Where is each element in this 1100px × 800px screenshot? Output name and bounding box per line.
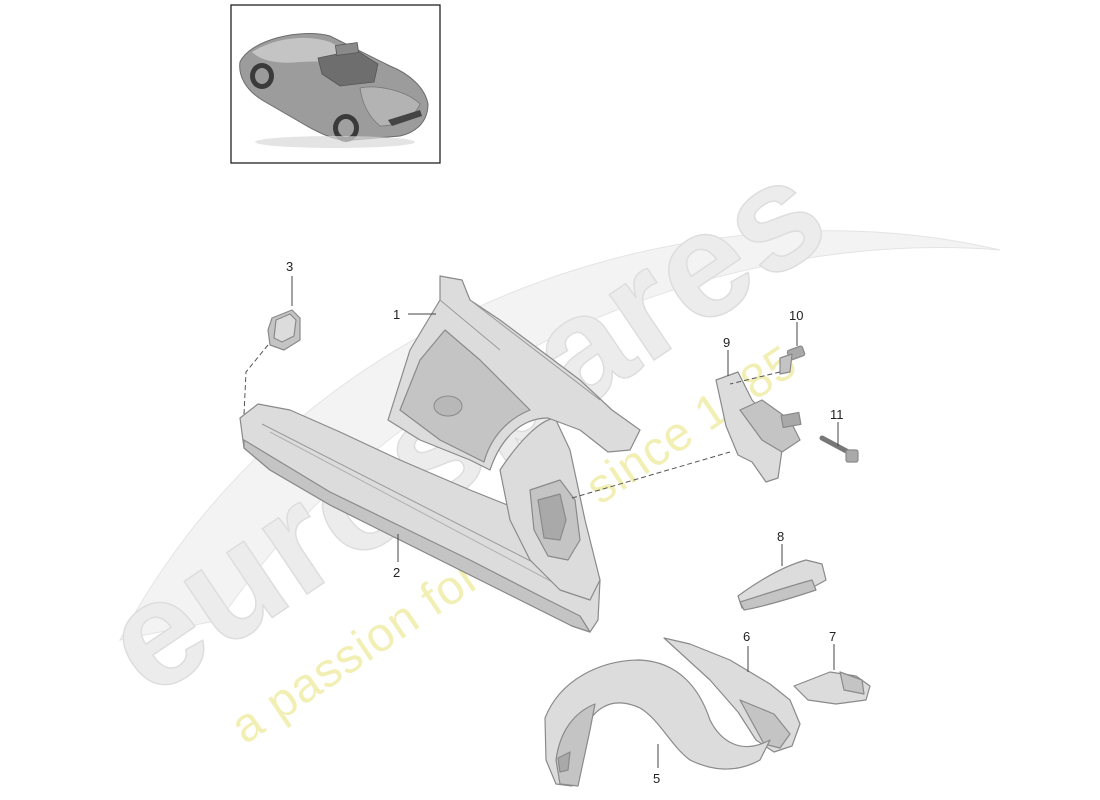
part-1-access-hole (433, 395, 463, 417)
callout-7: 7 (829, 629, 836, 644)
assembly-guide-lines (243, 344, 781, 499)
part-7-bracket (793, 671, 871, 705)
callout-10: 10 (789, 308, 803, 323)
callout-9: 9 (723, 335, 730, 350)
part-11-bolt (819, 435, 859, 463)
part-5-wheel-arch (544, 659, 771, 787)
convertible-car-icon (239, 33, 429, 148)
callout-1: 1 (393, 307, 400, 322)
guide-line-3-to-2 (243, 344, 269, 415)
callout-11: 11 (830, 407, 844, 422)
vehicle-thumbnail (230, 4, 441, 164)
part-6-reinforcement (663, 637, 801, 753)
callout-2: 2 (393, 565, 400, 580)
guide-line-9-to-2 (571, 451, 731, 499)
callout-3: 3 (286, 259, 293, 274)
part-3-bracket (267, 309, 301, 351)
callout-leaders (291, 276, 839, 768)
guide-line-10-to-9 (729, 371, 781, 385)
part-2-sill-panel (239, 403, 601, 633)
callout-5: 5 (653, 771, 660, 786)
callout-6: 6 (743, 629, 750, 644)
part-9-bracket (715, 371, 802, 483)
callout-8: 8 (777, 529, 784, 544)
part-1-inner-structure (387, 275, 641, 471)
part-10-bolt (779, 345, 806, 375)
part-8-panel (737, 559, 827, 611)
callout-labels: 3 1 2 9 10 11 8 6 7 5 (286, 259, 844, 786)
